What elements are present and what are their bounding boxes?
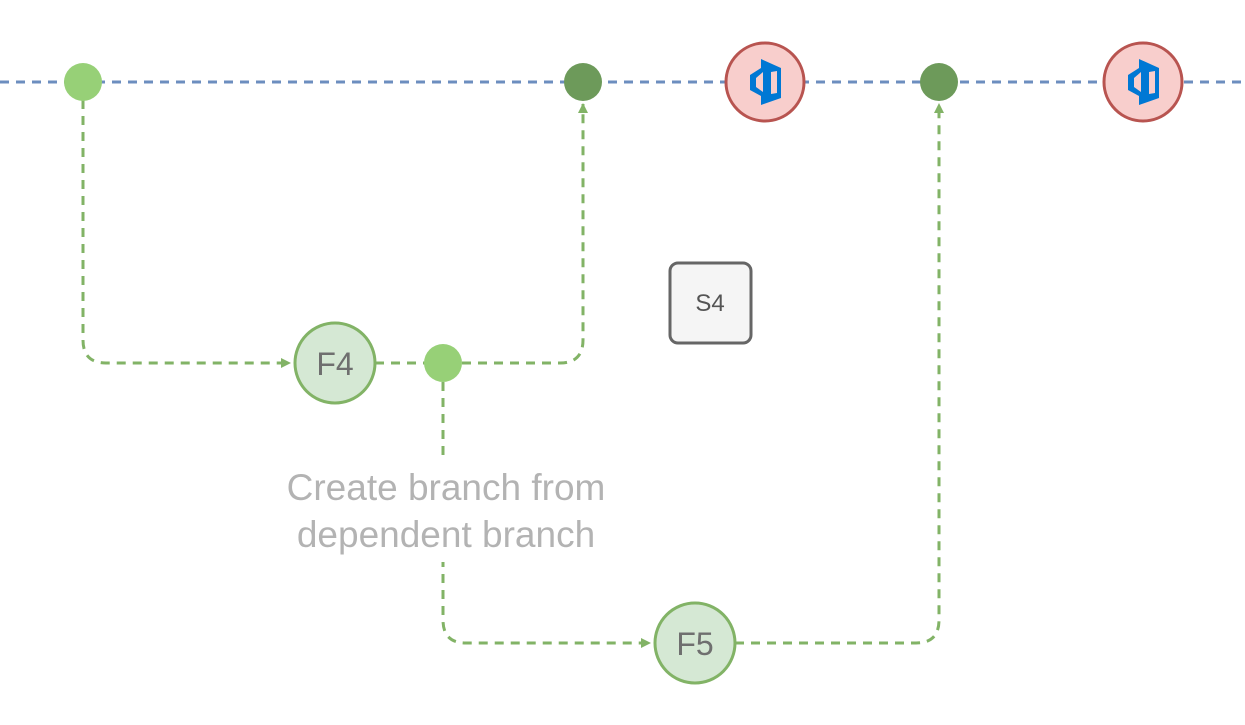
commit-dot-merge-f4	[564, 63, 602, 101]
release-marker	[724, 41, 806, 123]
release-marker	[1102, 41, 1184, 123]
note-line-1: Create branch from	[287, 467, 606, 508]
merge-path-f5-to-main	[735, 103, 944, 645]
commit-dot-merge-f5	[920, 63, 958, 101]
note-background	[268, 462, 620, 562]
branch-path-to-f4	[81, 100, 291, 368]
sprint-label: S4	[695, 290, 724, 317]
feature-label-f4: F4	[316, 346, 353, 382]
branch-path-to-f5	[441, 382, 651, 648]
feature-node-f5: F5	[653, 601, 737, 685]
feature-label-f5: F5	[676, 626, 713, 662]
commit-dot-f4-branch	[424, 344, 462, 382]
merge-path-f4-to-main	[462, 103, 588, 365]
feature-node-f4: F4	[293, 321, 377, 405]
sprint-marker: S4	[668, 261, 753, 345]
note-line-2: dependent branch	[297, 514, 595, 555]
commit-dot-branch-start	[64, 63, 102, 101]
